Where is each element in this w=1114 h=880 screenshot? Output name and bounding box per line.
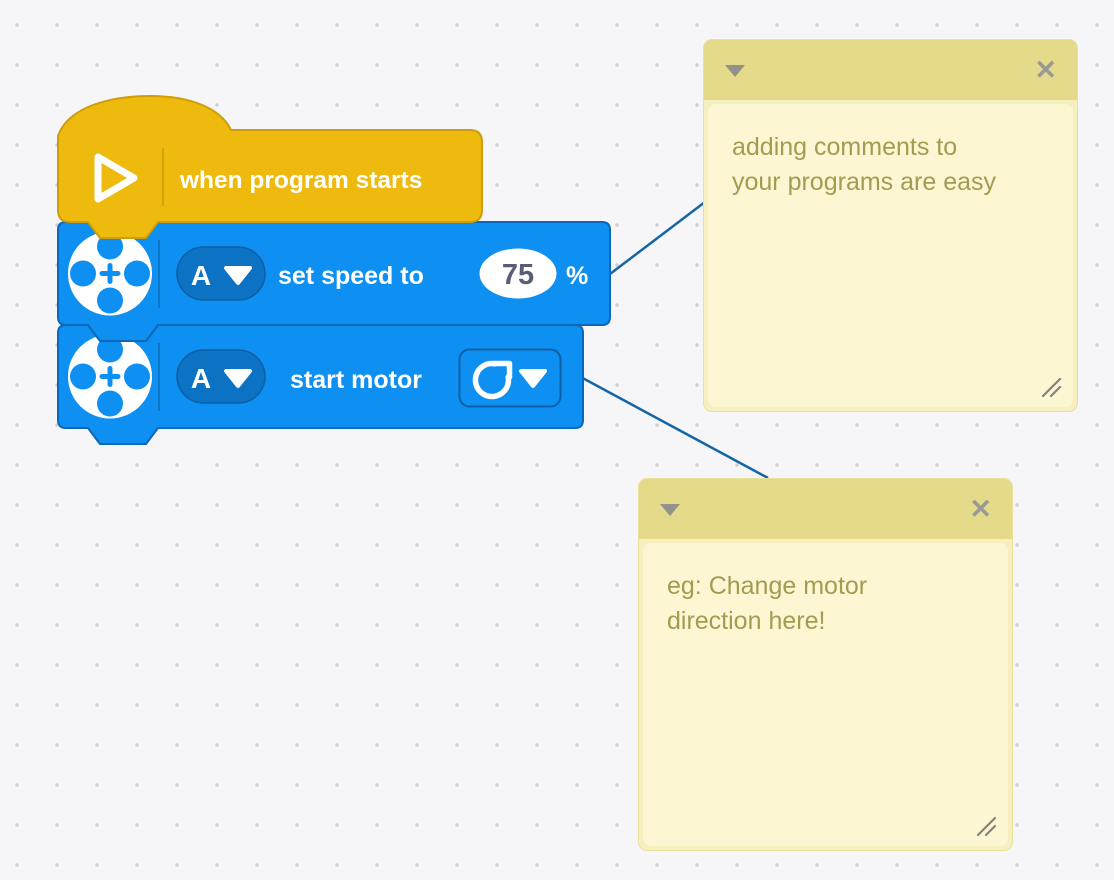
resize-handle-icon[interactable] xyxy=(975,815,998,838)
comment-note-1[interactable]: ✕ adding comments to your programs are e… xyxy=(703,39,1078,412)
chevron-down-icon xyxy=(224,369,252,388)
speed-value: 75 xyxy=(502,259,534,291)
direction-dropdown[interactable] xyxy=(458,348,562,408)
port-dropdown[interactable]: A xyxy=(176,246,266,301)
close-icon[interactable]: ✕ xyxy=(1034,54,1057,85)
chevron-down-icon xyxy=(519,369,547,388)
unit-label: % xyxy=(566,262,588,290)
comment-text: adding comments to your programs are eas… xyxy=(732,133,997,196)
block-when-program-starts[interactable]: when program starts xyxy=(57,95,483,239)
port-dropdown[interactable]: A xyxy=(176,349,266,404)
block-label: when program starts xyxy=(179,167,422,194)
close-icon[interactable]: ✕ xyxy=(969,493,992,524)
collapse-triangle-icon[interactable] xyxy=(659,502,681,517)
comment-body[interactable]: adding comments to your programs are eas… xyxy=(708,104,1073,407)
comment-note-2[interactable]: ✕ eg: Change motor direction here! xyxy=(638,478,1013,851)
play-icon xyxy=(94,153,138,203)
block-label: start motor xyxy=(290,366,422,394)
comment-connector-line-2 xyxy=(576,373,769,480)
comment-header[interactable]: ✕ xyxy=(639,479,1012,539)
comment-text: eg: Change motor direction here! xyxy=(667,572,868,635)
resize-handle-icon[interactable] xyxy=(1040,376,1063,399)
block-start-motor[interactable]: A start motor xyxy=(57,324,584,445)
rotate-clockwise-icon xyxy=(472,360,513,400)
block-label: set speed to xyxy=(278,262,424,290)
collapse-triangle-icon[interactable] xyxy=(724,63,746,78)
block-set-speed[interactable]: A set speed to 75 % xyxy=(57,221,611,342)
speed-value-input[interactable]: 75 xyxy=(479,248,557,299)
comment-body[interactable]: eg: Change motor direction here! xyxy=(643,543,1008,846)
port-value: A xyxy=(191,363,211,394)
port-value: A xyxy=(191,260,211,291)
chevron-down-icon xyxy=(224,266,252,285)
comment-header[interactable]: ✕ xyxy=(704,40,1077,100)
motor-icon xyxy=(68,231,152,316)
motor-icon xyxy=(68,334,152,419)
comment-connector-line-1 xyxy=(609,201,706,275)
